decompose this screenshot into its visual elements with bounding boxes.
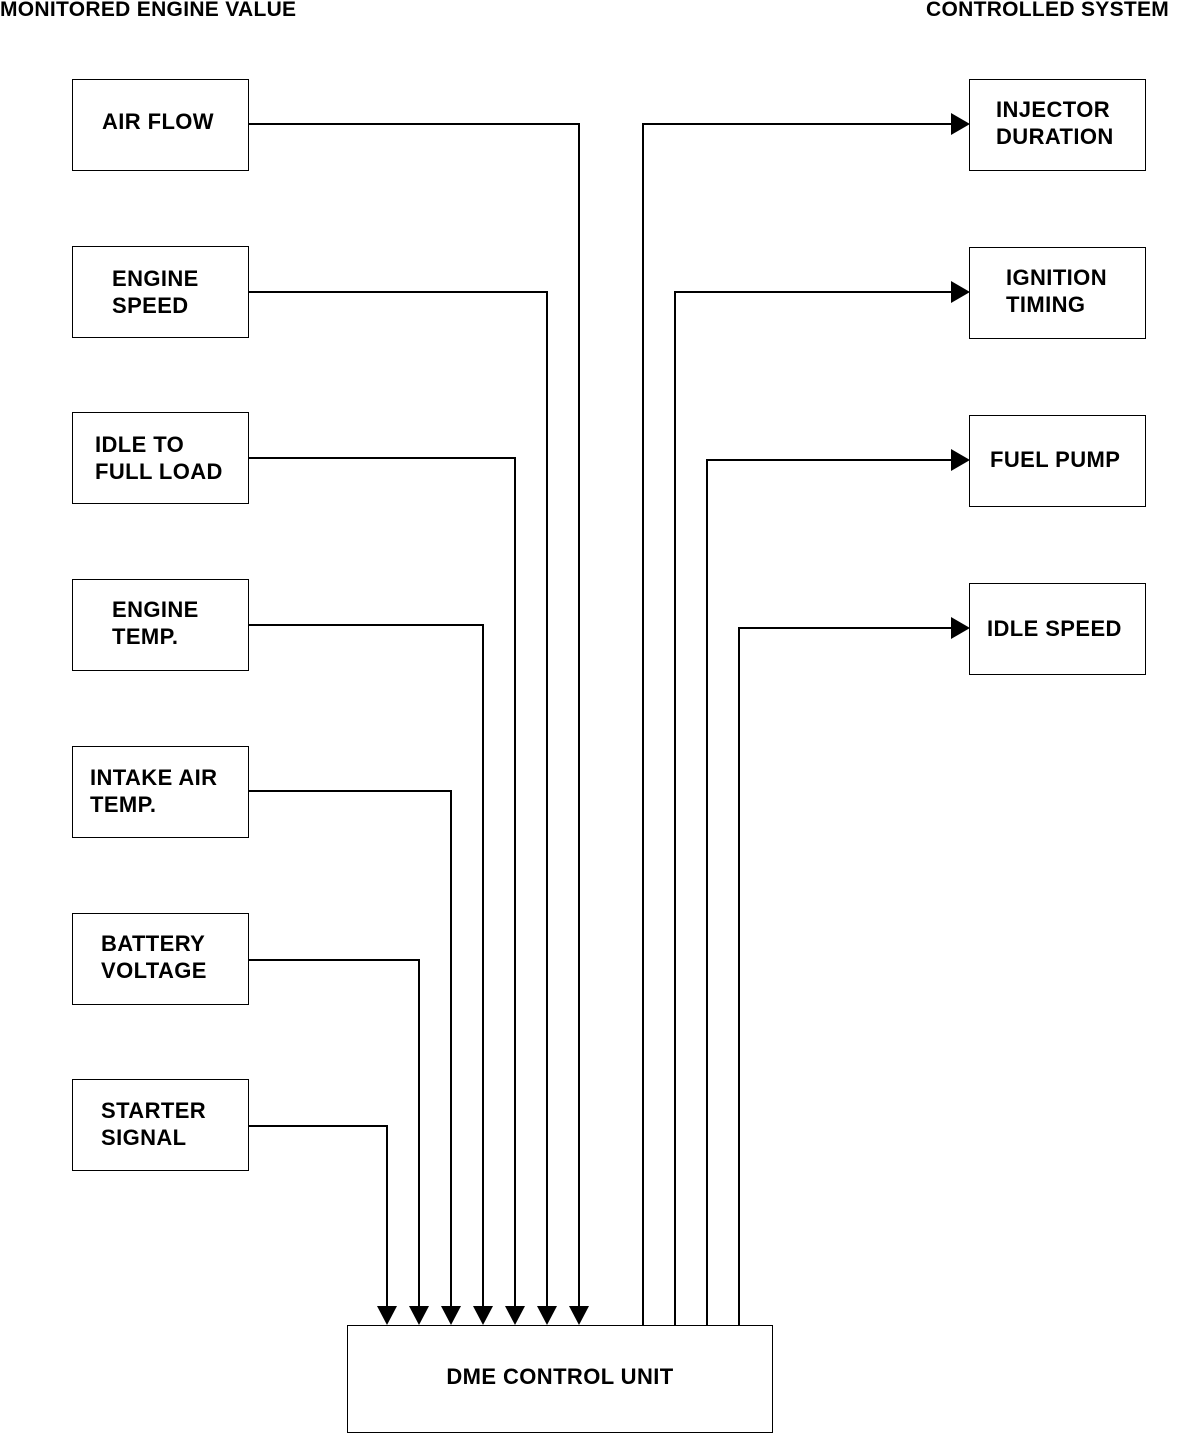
wire-air-flow [248,123,580,1306]
wire-starter-signal [248,1125,388,1306]
wire-engine-speed [248,291,548,1306]
input-label-line2: SPEED [112,293,189,318]
input-label-line1: INTAKE AIR [90,765,218,790]
input-box-battery-voltage: BATTERY VOLTAGE [72,913,249,1005]
input-box-engine-speed: ENGINE SPEED [72,246,249,338]
input-label-line2: VOLTAGE [101,958,207,983]
input-label-line2: TEMP. [90,792,157,817]
output-label-line2: DURATION [996,124,1114,149]
dme-control-unit-box: DME CONTROL UNIT [347,1325,773,1433]
input-box-engine-temp: ENGINE TEMP. [72,579,249,671]
input-label-line1: IDLE TO [95,432,185,457]
output-label-line1: IGNITION [1006,265,1107,290]
arrow-down-starter-signal [377,1306,397,1325]
input-label-line1: ENGINE [112,266,199,291]
output-box-ignition-timing: IGNITION TIMING [969,247,1146,339]
output-label-line2: TIMING [1006,292,1086,317]
input-label-line2: SIGNAL [101,1125,187,1150]
wire-idle-speed [738,627,952,1326]
wire-engine-temp [248,624,484,1306]
arrow-right-injector-duration [951,113,970,135]
output-box-injector-duration: INJECTOR DURATION [969,79,1146,171]
controlled-system-header: CONTROLLED SYSTEM [926,0,1170,21]
input-box-idle-to-full-load: IDLE TO FULL LOAD [72,412,249,504]
arrow-down-battery-voltage [409,1306,429,1325]
input-label-line2: TEMP. [112,624,179,649]
output-label-line1: FUEL PUMP [990,447,1121,472]
arrow-right-fuel-pump [951,449,970,471]
input-label-line2: FULL LOAD [95,459,223,484]
wire-battery-voltage [248,959,420,1306]
output-box-fuel-pump: FUEL PUMP [969,415,1146,507]
wire-ignition-timing [674,291,952,1326]
monitored-values-header: MONITORED ENGINE VALUE [0,0,297,21]
arrow-down-engine-speed [537,1306,557,1325]
input-label-line1: STARTER [101,1098,207,1123]
input-box-intake-air-temp: INTAKE AIR TEMP. [72,746,249,838]
arrow-down-air-flow [569,1306,589,1325]
wire-fuel-pump [706,459,952,1326]
wire-injector-duration [642,123,952,1326]
arrow-down-idle-full-load [505,1306,525,1325]
arrow-right-idle-speed [951,617,970,639]
arrow-down-engine-temp [473,1306,493,1325]
control-unit-label: DME CONTROL UNIT [446,1364,674,1389]
arrow-down-intake-air-temp [441,1306,461,1325]
output-label-line1: INJECTOR [996,97,1111,122]
input-label-line1: BATTERY [101,931,206,956]
input-label-line1: AIR FLOW [102,109,214,134]
wire-idle-full-load [248,457,516,1306]
input-box-air-flow: AIR FLOW [72,79,249,171]
input-label-line1: ENGINE [112,597,199,622]
input-box-starter-signal: STARTER SIGNAL [72,1079,249,1171]
arrow-right-ignition-timing [951,281,970,303]
output-label-line1: IDLE SPEED [987,616,1122,641]
output-box-idle-speed: IDLE SPEED [969,583,1146,675]
wire-intake-air-temp [248,790,452,1306]
